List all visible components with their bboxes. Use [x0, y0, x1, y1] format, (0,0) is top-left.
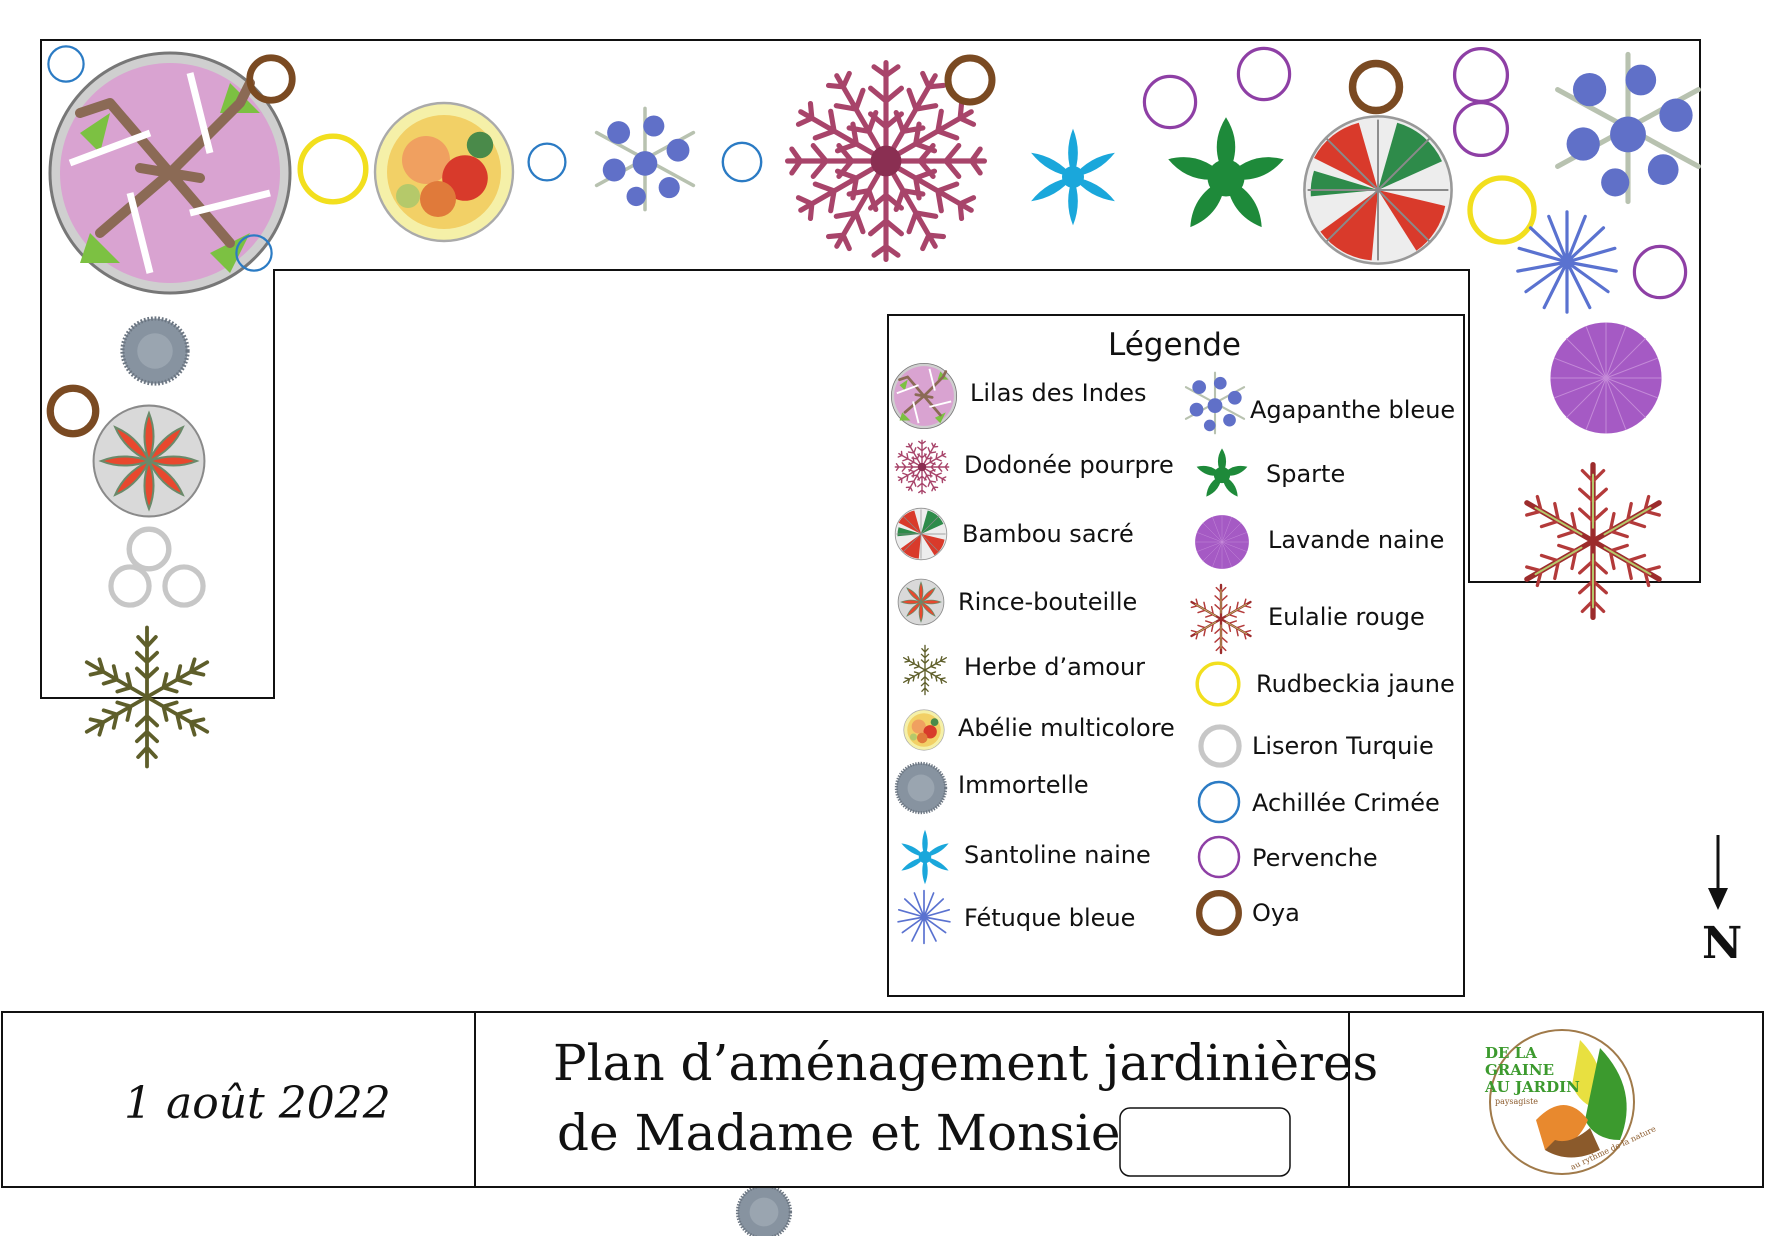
- plan-date: 1 août 2022: [124, 1078, 391, 1129]
- logo-brown-base: [1545, 1128, 1600, 1158]
- logo-subtitle: paysagiste: [1495, 1097, 1538, 1106]
- client-name-field[interactable]: [1119, 1107, 1291, 1177]
- pervenche-icon: [1142, 74, 1198, 130]
- legend-label-abelie-multicolore: Abélie multicolore: [958, 714, 1175, 742]
- legend-label-dodonee-pourpre: Dodonée pourpre: [964, 451, 1174, 479]
- rince-bouteille-icon: [94, 406, 205, 517]
- logo-text-line-2: GRAINE: [1485, 1061, 1554, 1079]
- compass-letter: N: [1702, 918, 1742, 969]
- pervenche-icon: [1452, 100, 1510, 158]
- legend-label-eulalie-rouge: Eulalie rouge: [1268, 603, 1425, 631]
- legend: Légende Lilas des Indes Dodonée pourpre …: [887, 314, 1465, 997]
- liseron-turquie-icon: [129, 529, 169, 569]
- legend-label-pervenche: Pervenche: [1252, 844, 1378, 872]
- fetuque-bleue-icon: [1516, 210, 1618, 314]
- legend-label-santoline-naine: Santoline naine: [964, 841, 1151, 869]
- legend-box: [887, 314, 1465, 997]
- title-block: 1 août 2022 Plan d’aménagement jardinièr…: [1, 1011, 1764, 1188]
- legend-title: Légende: [1108, 327, 1241, 363]
- achillee-crimee-icon: [527, 142, 567, 182]
- oya-icon: [1353, 64, 1400, 111]
- immortelle-icon: [122, 318, 187, 383]
- bambou-sacre-icon: [894, 507, 948, 561]
- oya-icon: [948, 58, 992, 102]
- liseron-turquie-icon: [111, 567, 149, 605]
- plan-title-line-1: Plan d’aménagement jardinières: [553, 1034, 1378, 1092]
- rudbeckia-jaune-icon: [300, 136, 366, 202]
- legend-label-oya: Oya: [1252, 899, 1300, 927]
- agapanthe-bleue-icon: [597, 108, 694, 209]
- pervenche-icon: [1452, 46, 1510, 104]
- legend-label-achillee-crimee: Achillée Crimée: [1252, 789, 1440, 817]
- achillee-crimee-icon: [721, 141, 763, 183]
- rudbeckia-jaune-icon: [1470, 178, 1534, 242]
- abelie-multicolore-icon: [373, 101, 515, 243]
- legend-label-herbe-d-amour: Herbe d’amour: [964, 653, 1145, 681]
- legend-label-rudbeckia-jaune: Rudbeckia jaune: [1256, 670, 1455, 698]
- title-block-frame: [1, 1011, 1764, 1188]
- immortelle-icon: [735, 1183, 793, 1236]
- legend-label-lilas-des-indes: Lilas des Indes: [970, 379, 1146, 407]
- legend-label-lavande-naine: Lavande naine: [1268, 526, 1444, 554]
- eulalie-rouge-icon: [1520, 465, 1666, 618]
- rince-bouteille-icon: [898, 579, 944, 625]
- legend-label-fetuque-bleue: Fétuque bleue: [964, 904, 1135, 932]
- oya-icon: [50, 388, 95, 433]
- logo-text-line-1: DE LA: [1485, 1044, 1537, 1062]
- legend-label-liseron-turquie: Liseron Turquie: [1252, 732, 1434, 760]
- plan-title-line-2: de Madame et Monsieur: [557, 1104, 1177, 1162]
- santoline-naine-icon: [1029, 129, 1118, 226]
- legend-label-sparte: Sparte: [1266, 460, 1345, 488]
- oya-icon: [250, 58, 293, 101]
- compass: N: [1702, 835, 1742, 969]
- legend-label-bambou-sacre: Bambou sacré: [962, 520, 1134, 548]
- pervenche-icon: [1632, 244, 1688, 300]
- north-arrowhead-icon: [1708, 888, 1728, 910]
- legend-label-agapanthe-bleue: Agapanthe bleue: [1250, 396, 1455, 424]
- achillee-crimee-icon: [47, 45, 85, 83]
- logo-green-leaf: [1585, 1048, 1627, 1140]
- agapanthe-bleue-icon: [1558, 54, 1699, 201]
- bambou-sacre-icon: [1303, 115, 1453, 265]
- lilas-des-indes-icon: [890, 362, 958, 430]
- logo-text-line-3: AU JARDIN: [1484, 1078, 1580, 1096]
- pervenche-icon: [1236, 46, 1292, 102]
- sparte-icon: [1165, 117, 1286, 232]
- abelie-multicolore-icon: [903, 709, 945, 751]
- legend-label-rince-bouteille: Rince-bouteille: [958, 588, 1137, 616]
- lavande-naine-icon: [1549, 321, 1663, 435]
- lavande-naine-icon: [1194, 514, 1250, 570]
- liseron-turquie-icon: [165, 567, 203, 605]
- planter-outline: [40, 39, 1701, 699]
- legend-label-immortelle: Immortelle: [958, 771, 1089, 799]
- immortelle-icon: [894, 761, 948, 815]
